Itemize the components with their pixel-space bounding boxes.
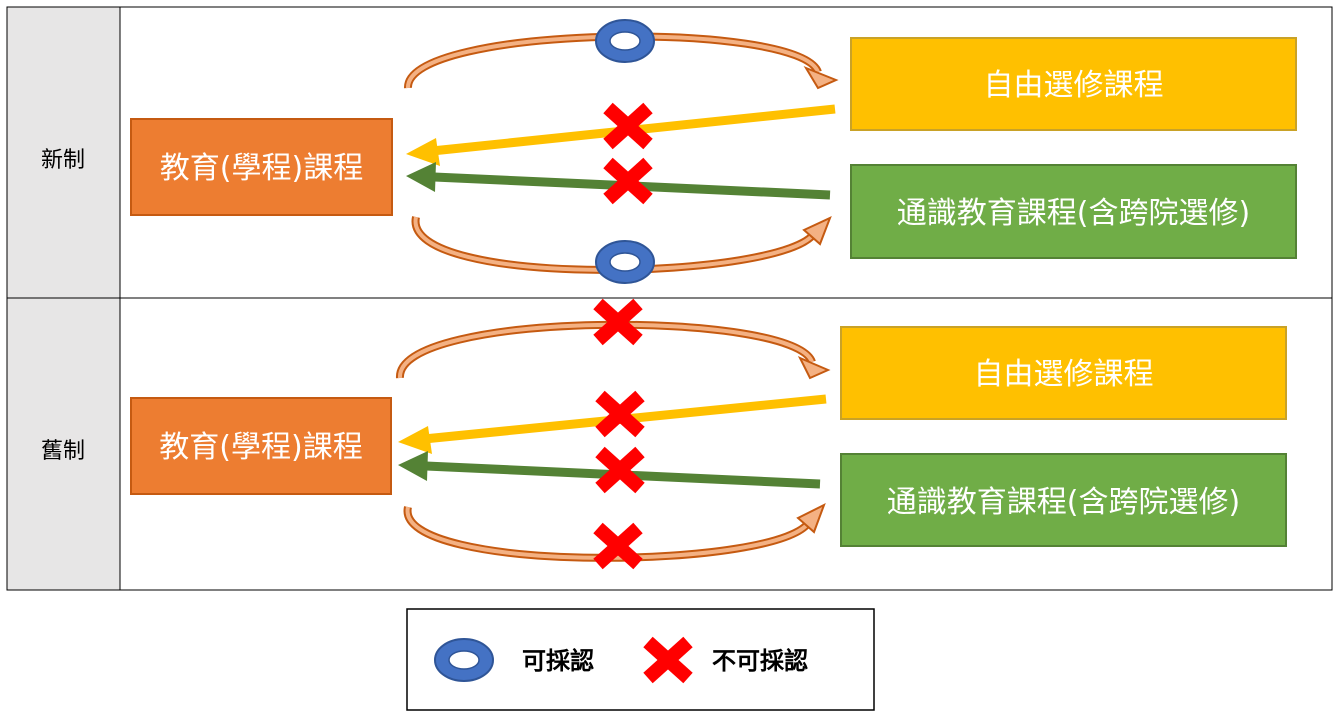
- legend: 可採認 不可採認: [406, 608, 875, 711]
- general-education-label: 通識教育課程(含跨院選修): [887, 485, 1240, 520]
- approved-legend-label: 可採認: [522, 646, 594, 675]
- free-elective-box: 自由選修課程: [850, 37, 1297, 131]
- general-education-box: 通識教育課程(含跨院選修): [840, 453, 1287, 547]
- row-label: 舊制: [41, 439, 85, 464]
- approved-mark: [595, 19, 655, 63]
- label-cell-old: [7, 298, 120, 590]
- education-program-box: 教育(學程)課程: [130, 397, 392, 495]
- rejected-legend-label: 不可採認: [712, 646, 808, 675]
- row-label: 新制: [41, 148, 85, 173]
- education-program-box: 教育(學程)課程: [130, 118, 393, 216]
- education-program-label: 教育(學程)課程: [160, 151, 363, 186]
- approved-mark: [595, 240, 655, 284]
- approved-legend-icon: [434, 638, 494, 682]
- row-new-system: 新制 教育(學程)課程 自由選修課程 通識教育課程(含跨院選修): [41, 19, 1297, 284]
- free-elective-label: 自由選修課程: [984, 68, 1164, 103]
- row-old-system: 舊制 教育(學程)課程 自由選修課程 通識教育課程(含跨院選修): [41, 304, 1287, 564]
- free-elective-box: 自由選修課程: [840, 326, 1287, 420]
- label-cell-new: [7, 7, 120, 298]
- education-program-label: 教育(學程)課程: [159, 430, 362, 465]
- comparison-table: [6, 6, 1333, 591]
- general-education-label: 通識教育課程(含跨院選修): [897, 196, 1250, 231]
- general-education-box: 通識教育課程(含跨院選修): [850, 164, 1297, 259]
- free-elective-label: 自由選修課程: [974, 357, 1154, 392]
